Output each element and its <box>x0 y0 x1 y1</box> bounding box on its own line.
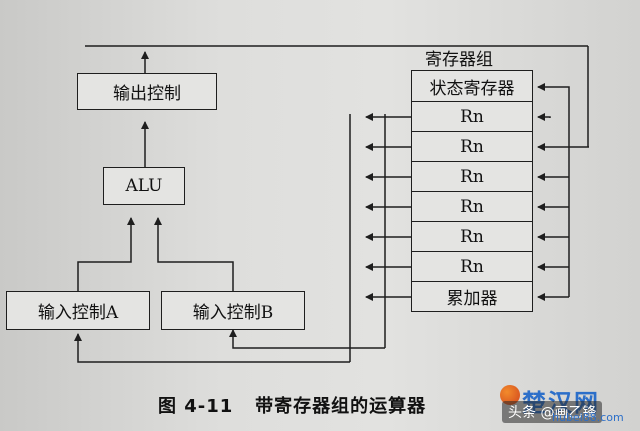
figure-number: 图 4-11 <box>158 396 234 417</box>
watermark-site-en: hubei88.com <box>552 411 624 424</box>
register-rn-5: Rn <box>411 222 533 252</box>
input-b-label: 输入控制B <box>192 303 274 323</box>
register-rn-4: Rn <box>411 192 533 222</box>
arrow-to-rn-1 <box>537 113 551 121</box>
register-label: Rn <box>460 136 484 157</box>
output-control-label: 输出控制 <box>113 84 181 104</box>
register-label: Rn <box>460 226 484 247</box>
input-a-label: 输入控制A <box>37 303 119 323</box>
register-label: Rn <box>460 106 484 127</box>
alu-label: ALU <box>125 176 163 196</box>
figure-title: 带寄存器组的运算器 <box>255 396 427 417</box>
register-rn-1: Rn <box>411 102 533 132</box>
register-group-title: 寄存器组 <box>425 50 493 70</box>
input-control-b-box: 输入控制B <box>161 291 305 330</box>
register-label: Rn <box>460 166 484 187</box>
accumulator-label: 累加器 <box>446 289 498 309</box>
register-label: Rn <box>460 256 484 277</box>
site-logo-icon <box>500 385 520 405</box>
input-control-a-box: 输入控制A <box>6 291 150 330</box>
alu-box: ALU <box>103 167 185 205</box>
accumulator-box: 累加器 <box>411 282 533 312</box>
arrow-to-input-b <box>229 329 385 349</box>
register-rn-6: Rn <box>411 252 533 282</box>
arrow-a-to-alu <box>77 217 135 291</box>
register-rn-2: Rn <box>411 132 533 162</box>
arrow-to-status <box>537 83 570 118</box>
status-register-label: 状态寄存器 <box>429 78 515 99</box>
register-label: Rn <box>460 196 484 217</box>
arrow-to-input-a <box>74 333 350 363</box>
site-watermark: 楚汉网 头条 @画乙锋 hubei88.com <box>500 383 632 427</box>
watermark-author: 头条 @画乙锋 <box>502 401 603 423</box>
figure-caption: 图 4-11 带寄存器组的运算器 <box>158 392 426 418</box>
arrow-b-to-alu <box>154 217 234 291</box>
register-rn-3: Rn <box>411 162 533 192</box>
output-control-box: 输出控制 <box>77 73 217 110</box>
status-register-box: 状态寄存器 <box>411 70 533 102</box>
